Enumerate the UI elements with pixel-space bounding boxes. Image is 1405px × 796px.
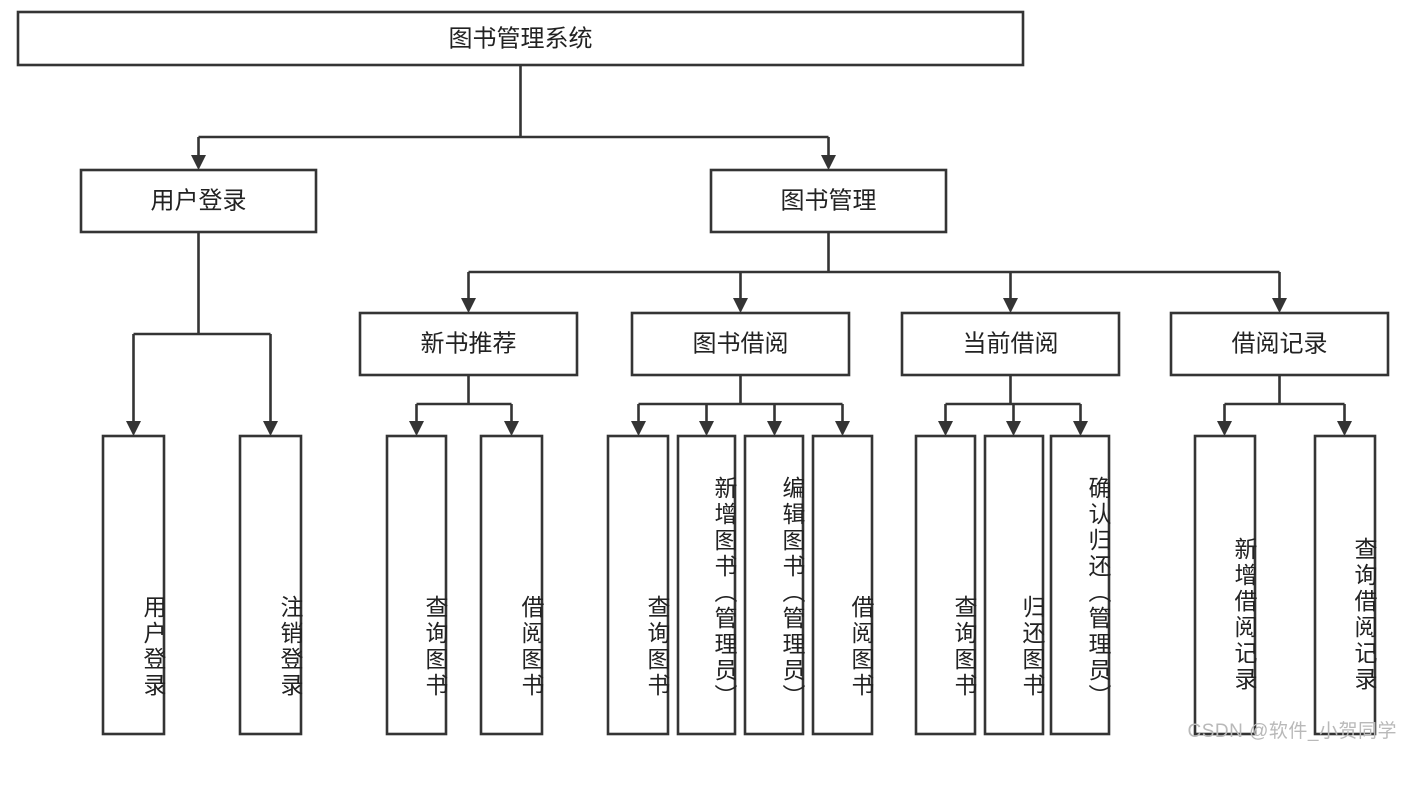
arrowhead-borrow-record <box>1272 298 1287 313</box>
arrowhead-leaf-logout <box>263 421 278 436</box>
arrowhead-nbr-borrow-book <box>504 421 519 436</box>
node-borrow-record[interactable]: 借阅记录 <box>1169 311 1390 377</box>
leaf-rect-cb-confirm-return[interactable] <box>1049 434 1111 736</box>
arrowhead-bb-borrow-book <box>835 421 850 436</box>
arrowhead-leaf-user-login <box>126 421 141 436</box>
arrowhead-br-query-record <box>1337 421 1352 436</box>
leaf-rect-bb-edit-book[interactable] <box>743 434 805 736</box>
leaf-rects <box>101 434 1377 736</box>
node-new-book-rec[interactable]: 新书推荐 <box>358 311 579 377</box>
leaf-rect-user-login[interactable] <box>101 434 166 736</box>
node-root[interactable]: 图书管理系统 <box>16 10 1025 67</box>
arrowhead-cb-confirm-return <box>1073 421 1088 436</box>
node-root-rect[interactable] <box>16 10 1025 67</box>
node-new-book-rec-rect[interactable] <box>358 311 579 377</box>
arrowhead-cb-query-book <box>938 421 953 436</box>
leaf-rect-br-query-record[interactable] <box>1313 434 1377 736</box>
leaf-rect-br-add-record[interactable] <box>1193 434 1257 736</box>
diagram-canvas: 图书管理系统 用户登录 图书管理 新书推荐 图书借阅 当前借阅 借阅记录 <box>16 10 1397 742</box>
leaf-rect-logout[interactable] <box>238 434 303 736</box>
node-new-book-rec-label: 新书推荐 <box>421 330 517 357</box>
arrowhead-bb-query-book <box>631 421 646 436</box>
arrowhead-book-mgmt <box>821 155 836 170</box>
node-book-borrow-rect[interactable] <box>630 311 851 377</box>
connectors-book-borrow-to-leaves <box>631 375 850 436</box>
leaf-rect-nbr-borrow-book[interactable] <box>479 434 544 736</box>
leaf-rect-bb-add-book[interactable] <box>676 434 737 736</box>
arrowhead-nbr-query-book <box>409 421 424 436</box>
arrowhead-bb-edit-book <box>767 421 782 436</box>
connectors-user-login-to-leaves <box>126 232 278 436</box>
leaf-rect-nbr-query-book[interactable] <box>385 434 448 736</box>
node-book-borrow-label: 图书借阅 <box>693 330 789 357</box>
node-current-borrow[interactable]: 当前借阅 <box>900 311 1121 377</box>
connectors-book-mgmt-to-level3 <box>461 232 1287 313</box>
node-root-label: 图书管理系统 <box>449 25 593 52</box>
watermark-text: CSDN @软件_小贺同学 <box>1187 721 1397 742</box>
arrowhead-bb-add-book <box>699 421 714 436</box>
connectors-root-to-level2 <box>191 65 836 170</box>
connectors-new-book-rec-to-leaves <box>409 375 519 436</box>
node-book-mgmt[interactable]: 图书管理 <box>709 168 948 234</box>
connectors-borrow-record-to-leaves <box>1217 375 1352 436</box>
arrowhead-br-add-record <box>1217 421 1232 436</box>
leaf-rect-cb-return-book[interactable] <box>983 434 1045 736</box>
arrowhead-book-borrow <box>733 298 748 313</box>
arrowhead-new-book-rec <box>461 298 476 313</box>
node-current-borrow-label: 当前借阅 <box>963 330 1059 357</box>
connectors-current-borrow-to-leaves <box>938 375 1088 436</box>
arrowhead-cb-return-book <box>1006 421 1021 436</box>
leaf-rect-bb-borrow-book[interactable] <box>811 434 874 736</box>
node-user-login-label: 用户登录 <box>151 187 247 214</box>
node-current-borrow-rect[interactable] <box>900 311 1121 377</box>
node-borrow-record-rect[interactable] <box>1169 311 1390 377</box>
node-user-login-rect[interactable] <box>79 168 318 234</box>
node-borrow-record-label: 借阅记录 <box>1232 330 1328 357</box>
leaf-rect-cb-query-book[interactable] <box>914 434 977 736</box>
hierarchy-diagram: 图书管理系统 用户登录 图书管理 新书推荐 图书借阅 当前借阅 借阅记录 <box>16 10 1390 736</box>
node-book-mgmt-label: 图书管理 <box>781 187 877 214</box>
arrowhead-user-login <box>191 155 206 170</box>
leaf-rect-bb-query-book[interactable] <box>606 434 670 736</box>
node-user-login[interactable]: 用户登录 <box>79 168 318 234</box>
arrowhead-current-borrow <box>1003 298 1018 313</box>
node-book-mgmt-rect[interactable] <box>709 168 948 234</box>
node-book-borrow[interactable]: 图书借阅 <box>630 311 851 377</box>
